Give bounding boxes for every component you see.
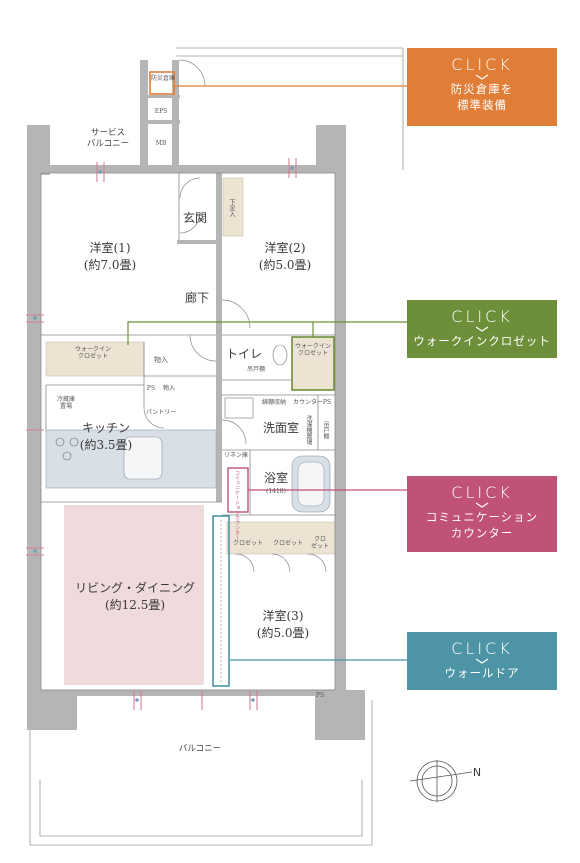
button-caption-line: 標準装備 [457, 98, 507, 112]
label-toilet-shelf: 吊戸棚 [246, 366, 265, 373]
walldoor-highlight [212, 515, 230, 687]
button-caption-line: ウォールドア [444, 666, 520, 680]
label-balcony: バルコニー [178, 744, 222, 754]
button-caption-line: ウォークインクロゼット [413, 334, 551, 348]
label-room1: 洋室(1) (約7.0畳) [83, 241, 137, 272]
chevron-down-icon [475, 658, 489, 664]
label-wash-storage: 洗濯機置場 [305, 415, 312, 445]
label-linen: リネン庫 [223, 452, 248, 459]
bousai-highlight [149, 71, 175, 95]
window-vents [26, 158, 297, 710]
click-button-wall-door[interactable]: CLICK ウォールドア [407, 632, 557, 690]
living-dining-area [64, 505, 204, 685]
door-swings [143, 59, 327, 573]
kitchen-counter [45, 429, 217, 489]
washbasin [224, 397, 254, 419]
chevron-down-icon [475, 326, 489, 332]
label-comm-counter: コミュニケーションカウンター [234, 470, 240, 540]
compass-icon [409, 760, 473, 802]
label-shoe-box: 下足入 [228, 199, 235, 217]
label-hanging-cabinet: 吊戸棚 [322, 421, 329, 439]
label-mb: MB [155, 140, 167, 147]
label-service-balcony: サービス バルコニー [86, 128, 130, 149]
label-bath-size: (1418) [266, 488, 286, 495]
button-caption-line: カウンター [450, 526, 514, 540]
label-eps: EPS [154, 108, 168, 115]
balcony-railings [29, 47, 404, 846]
label-closet-a: クロゼット [232, 540, 263, 547]
compass-north-label: N [472, 766, 482, 779]
click-label: CLICK [451, 307, 513, 326]
label-walkin-right: ウォークイン クロゼット [294, 343, 331, 357]
label-counter-small: カウンター [293, 399, 324, 406]
label-pantry: パントリー [146, 409, 177, 416]
label-storage-b: 物入 [162, 385, 175, 392]
toilet-bowl [272, 344, 288, 366]
click-button-communication-counter[interactable]: CLICK コミュニケーション カウンター [407, 476, 557, 552]
label-storage-a: 物入 [154, 356, 168, 364]
button-caption-line: 防災倉庫を [450, 82, 514, 96]
label-bathroom: 浴室 [263, 471, 288, 485]
click-label: CLICK [451, 639, 513, 658]
label-bousai-storage: 防災倉庫 [151, 75, 176, 82]
button-caption-line: コミュニケーション [425, 510, 539, 524]
label-living: リビング・ダイニング (約12.5畳) [74, 581, 195, 612]
click-label: CLICK [451, 483, 513, 502]
label-closet-b: クロゼット [272, 540, 303, 547]
leader-lines [127, 85, 408, 661]
label-room2: 洋室(2) (約5.0畳) [258, 241, 312, 272]
label-ps-b: PS [322, 399, 332, 406]
label-laundry-rack: 綿棚収納 [261, 399, 286, 406]
label-ps-a: PS [146, 385, 156, 392]
chevron-down-icon [475, 502, 489, 508]
bathtub-inner [297, 461, 325, 507]
label-kitchen: キッチン (約3.5畳) [79, 421, 133, 452]
label-genkan: 玄関 [182, 211, 207, 225]
click-button-walkin-closet[interactable]: CLICK ウォークインクロゼット [407, 300, 557, 358]
storage-areas [45, 177, 336, 555]
click-button-bousai-storage[interactable]: CLICK 防災倉庫を 標準装備 [407, 48, 557, 126]
walls [27, 60, 365, 740]
window-vent-dots [33, 166, 294, 702]
label-ps-c: PS [315, 692, 325, 699]
chevron-down-icon [475, 74, 489, 80]
label-toilet: トイレ [225, 347, 262, 361]
label-closet-c: クロ ゼット [310, 536, 329, 550]
label-walkin-left: ウォークイン クロゼット [74, 346, 111, 360]
label-room3: 洋室(3) (約5.0畳) [256, 609, 310, 640]
label-fridge: 冷蔵庫 置場 [56, 396, 75, 410]
label-washroom: 洗面室 [262, 421, 299, 435]
label-hallway: 廊下 [184, 291, 209, 305]
click-label: CLICK [451, 55, 513, 74]
